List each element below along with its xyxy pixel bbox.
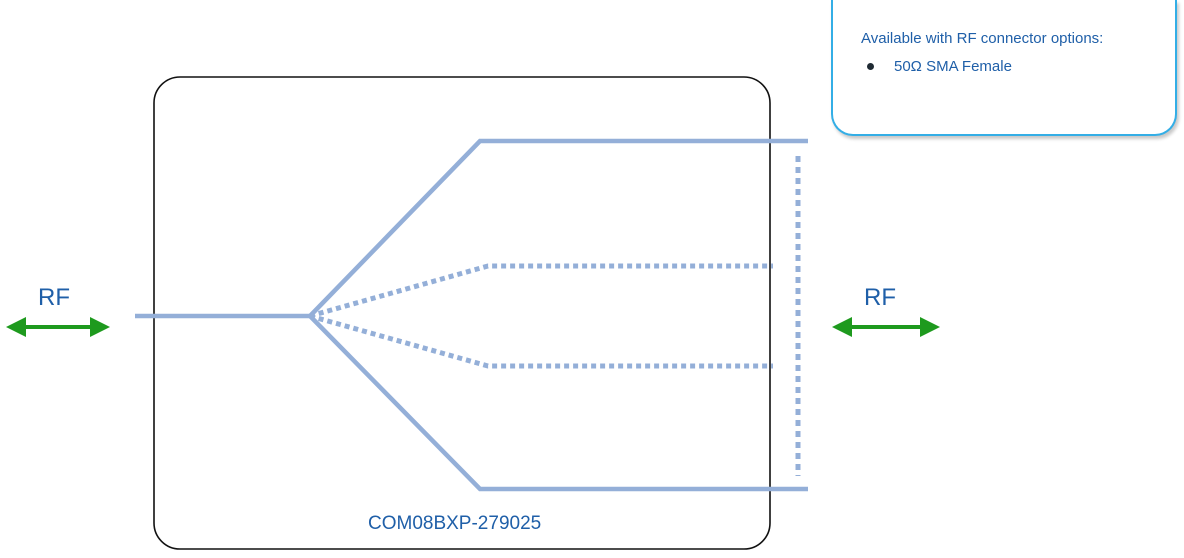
connector-option-item: 50Ω SMA Female bbox=[861, 58, 1012, 76]
bullet-icon bbox=[867, 63, 874, 70]
rf-right-label: RF bbox=[864, 284, 896, 311]
output-path-8 bbox=[308, 314, 808, 492]
rf-left-label: RF bbox=[38, 284, 70, 311]
connector-options-title: Available with RF connector options: bbox=[861, 30, 1104, 47]
device-body bbox=[153, 76, 771, 550]
output-path-1 bbox=[308, 138, 808, 318]
part-number-label: COM08BXP-279025 bbox=[368, 513, 542, 534]
output-path-2 bbox=[309, 263, 773, 319]
connector-option-label: 50Ω SMA Female bbox=[894, 58, 1012, 75]
connector-options-callout: Available with RF connector options: 50Ω… bbox=[831, 0, 1177, 136]
output-path-7 bbox=[309, 313, 773, 369]
connector-options-list: 50Ω SMA Female bbox=[861, 58, 1012, 76]
